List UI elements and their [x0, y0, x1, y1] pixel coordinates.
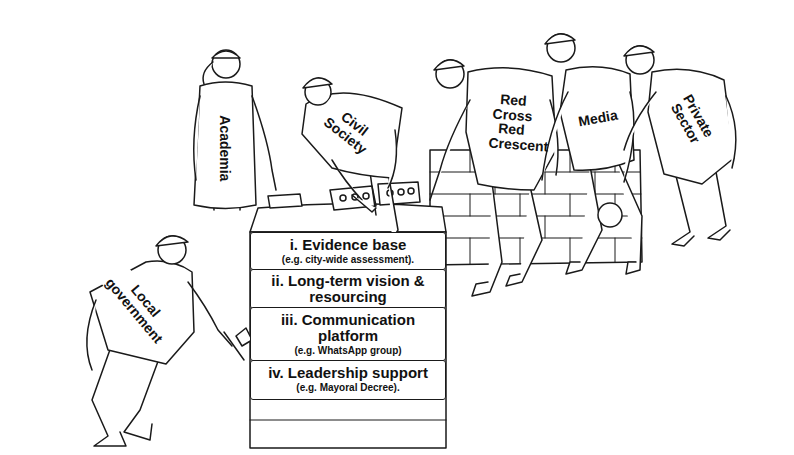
band-heading: i. Evidence base [290, 237, 407, 253]
block-band: iii. Communication platform(e.g. WhatsAp… [250, 307, 446, 361]
worker-figure [430, 60, 558, 296]
block-band: ii. Long-term vision & resourcing [250, 269, 446, 309]
worker-figure [194, 50, 276, 210]
band-heading: iii. Communication platform [257, 312, 439, 344]
band-example: (e.g. WhatsApp group) [294, 345, 401, 357]
vest-label: Academia [217, 96, 234, 200]
worker-figure [302, 78, 402, 240]
band-heading: ii. Long-term vision & resourcing [257, 273, 439, 305]
band-example: (e.g. city-wide assessment). [282, 254, 414, 266]
block-band: iv. Leadership support(e.g. Mayoral Decr… [250, 360, 446, 400]
band-heading: iv. Leadership support [268, 365, 428, 381]
block-stack [250, 204, 446, 448]
block-band: i. Evidence base(e.g. city-wide assessme… [250, 232, 446, 270]
band-example: (e.g. Mayoral Decree). [296, 382, 399, 394]
worker-figure [87, 236, 252, 446]
vest-label: Red Cross Red Crescent [486, 90, 538, 154]
worker-figure [542, 34, 642, 274]
worker-figure [624, 46, 736, 246]
bricks [268, 182, 420, 210]
